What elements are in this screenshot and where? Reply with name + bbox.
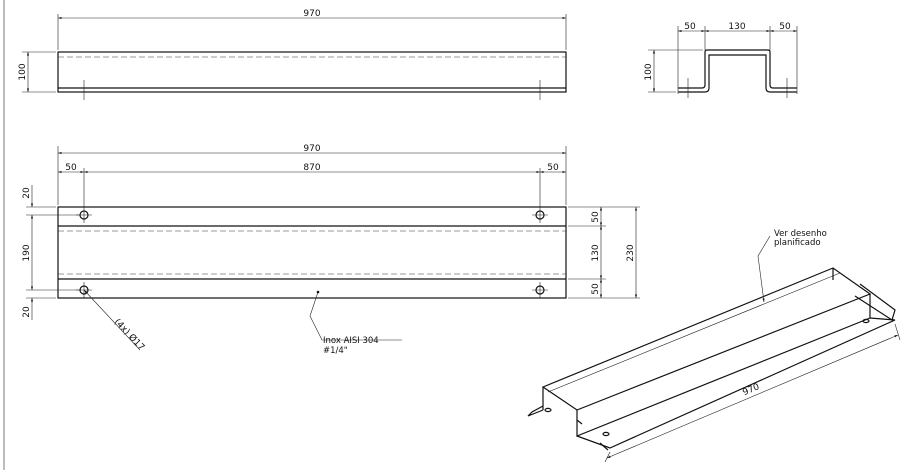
hole-callout: (4x) Ø17: [112, 317, 147, 353]
dim-plan-length: 970: [303, 144, 320, 154]
dim-section-left-flange: 50: [684, 22, 696, 32]
dim-plan-left-top: 20: [22, 187, 32, 199]
material-leader-dot: [316, 290, 320, 294]
iso-hole: [544, 407, 552, 413]
material-note-line2: #1/4": [323, 346, 348, 356]
dim-plan-right-middle: 130: [591, 244, 601, 261]
iso-left-flange: [527, 405, 544, 417]
iso-note-leader: [757, 235, 771, 303]
dim-section-channel-width: 130: [728, 22, 745, 32]
iso-back-flange: [854, 283, 896, 321]
iso-note-line1: Ver desenho: [774, 229, 827, 239]
hole-centerlines: [76, 207, 548, 298]
section-profile-outer: [678, 54, 797, 93]
iso-hole: [862, 318, 870, 324]
ext-line: [894, 323, 901, 341]
iso-front-web: [576, 294, 871, 437]
iso-note-line2: planificado: [774, 238, 821, 248]
dim-section-height: 100: [644, 63, 654, 80]
section-view: 50 130 50 100: [644, 22, 798, 98]
dim-plan-right-top: 50: [591, 211, 601, 223]
dim-plan-hole-spacing: 870: [303, 163, 320, 173]
dim-top-height: 100: [18, 63, 28, 80]
dim-plan-overall-width: 230: [626, 244, 636, 261]
top-view-outline: [57, 51, 567, 93]
dim-top-length: 970: [303, 9, 320, 19]
dim-iso-length: 970: [741, 382, 761, 398]
hole-callout-leader: [83, 289, 141, 351]
section-profile-inner: [678, 49, 797, 89]
dim-plan-left-middle: 190: [22, 244, 32, 261]
dim-plan-left-offset: 50: [65, 163, 77, 173]
iso-edge-detail: [576, 419, 609, 451]
material-leader: [309, 291, 402, 341]
iso-hole: [602, 431, 610, 437]
dim-plan-left-bottom: 20: [22, 306, 32, 318]
material-note-line1: Inox AISI 304: [323, 336, 379, 346]
top-view: 970 100: [18, 9, 567, 100]
dim-section-right-flange: 50: [779, 22, 791, 32]
iso-front-flange: [576, 317, 896, 449]
iso-back-web: [542, 268, 834, 410]
iso-dim-line: [606, 334, 899, 459]
dim-plan-right-bottom: 50: [591, 283, 601, 295]
plan-view: 970 50 870 50 20 190 20 50 130 50 230 (4…: [22, 144, 640, 356]
plan-outline: [57, 206, 567, 299]
isometric-view: 970 Ver desenho planificado: [527, 229, 901, 463]
iso-top-edge: [547, 272, 841, 393]
dim-plan-right-offset: 50: [547, 163, 559, 173]
